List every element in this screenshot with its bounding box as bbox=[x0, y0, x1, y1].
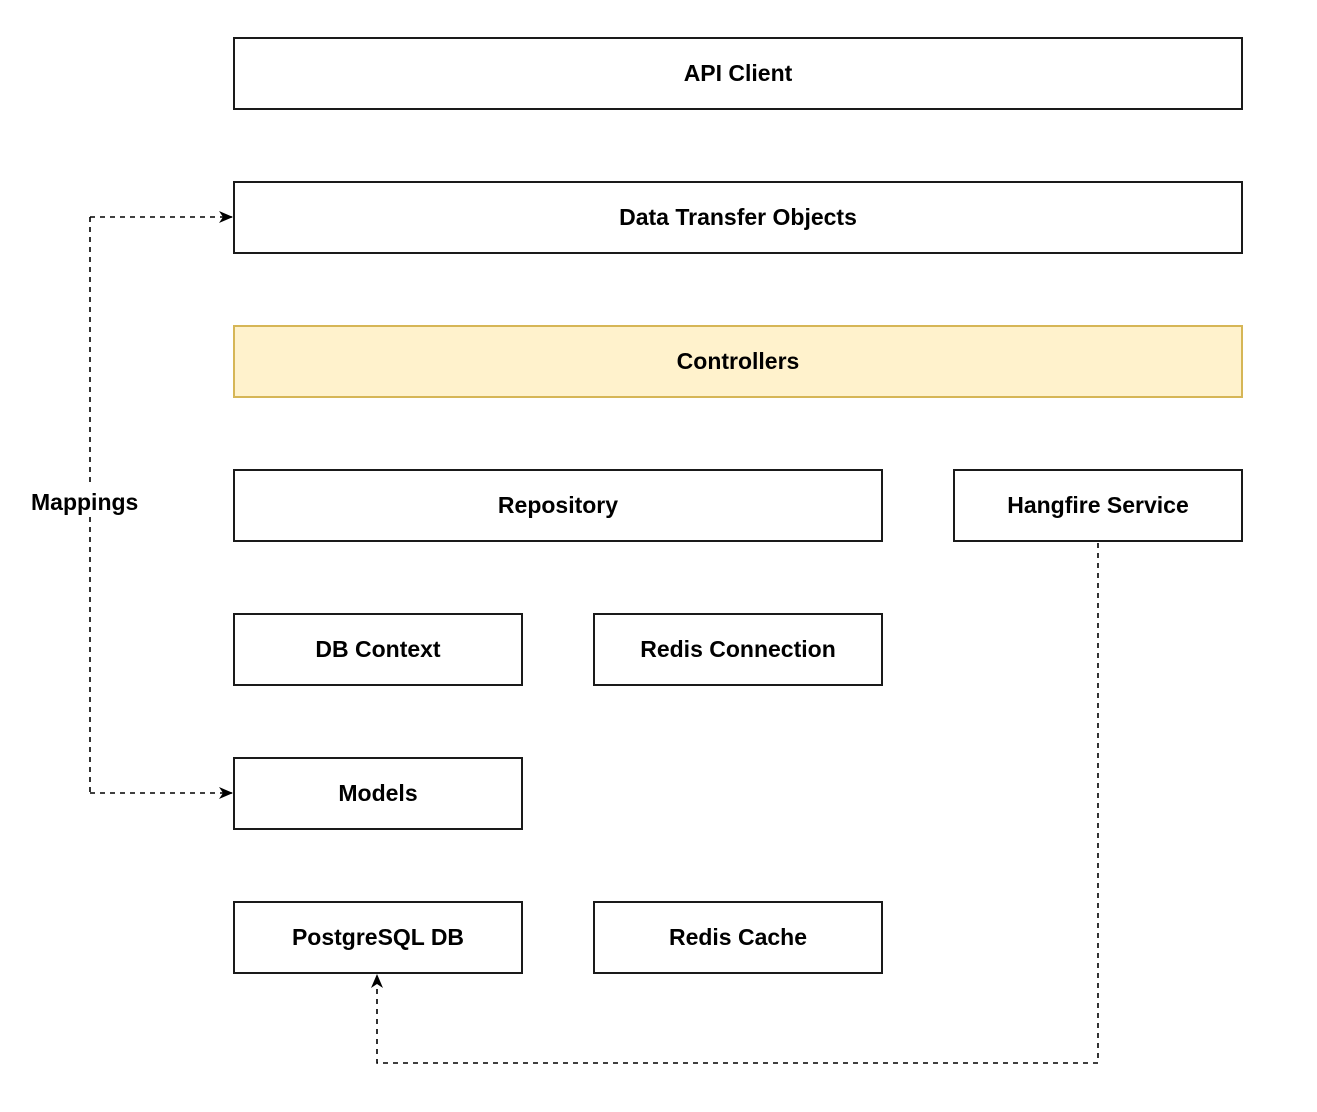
controllers-node[interactable]: Controllers bbox=[233, 325, 1243, 398]
api-client-node[interactable]: API Client bbox=[233, 37, 1243, 110]
controllers-label: Controllers bbox=[676, 348, 800, 374]
models-label: Models bbox=[338, 780, 418, 806]
redis-cache-node[interactable]: Redis Cache bbox=[593, 901, 883, 974]
redis-connection-label: Redis Connection bbox=[640, 636, 836, 662]
mappings-edge-label: Mappings bbox=[31, 487, 139, 517]
data-transfer-objects-node[interactable]: Data Transfer Objects bbox=[233, 181, 1243, 254]
hangfire-service-node[interactable]: Hangfire Service bbox=[953, 469, 1243, 542]
redis-cache-label: Redis Cache bbox=[668, 924, 808, 950]
db-context-node[interactable]: DB Context bbox=[233, 613, 523, 686]
postgresql-db-label: PostgreSQL DB bbox=[291, 924, 465, 950]
repository-label: Repository bbox=[497, 492, 619, 518]
models-node[interactable]: Models bbox=[233, 757, 523, 830]
repository-node[interactable]: Repository bbox=[233, 469, 883, 542]
hangfire-service-label: Hangfire Service bbox=[1007, 492, 1189, 518]
redis-connection-node[interactable]: Redis Connection bbox=[593, 613, 883, 686]
postgresql-db-node[interactable]: PostgreSQL DB bbox=[233, 901, 523, 974]
hangfire-to-postgres-edge bbox=[371, 543, 1099, 1064]
api-client-label: API Client bbox=[683, 60, 793, 86]
db-context-label: DB Context bbox=[315, 636, 441, 662]
data-transfer-objects-label: Data Transfer Objects bbox=[619, 204, 857, 230]
